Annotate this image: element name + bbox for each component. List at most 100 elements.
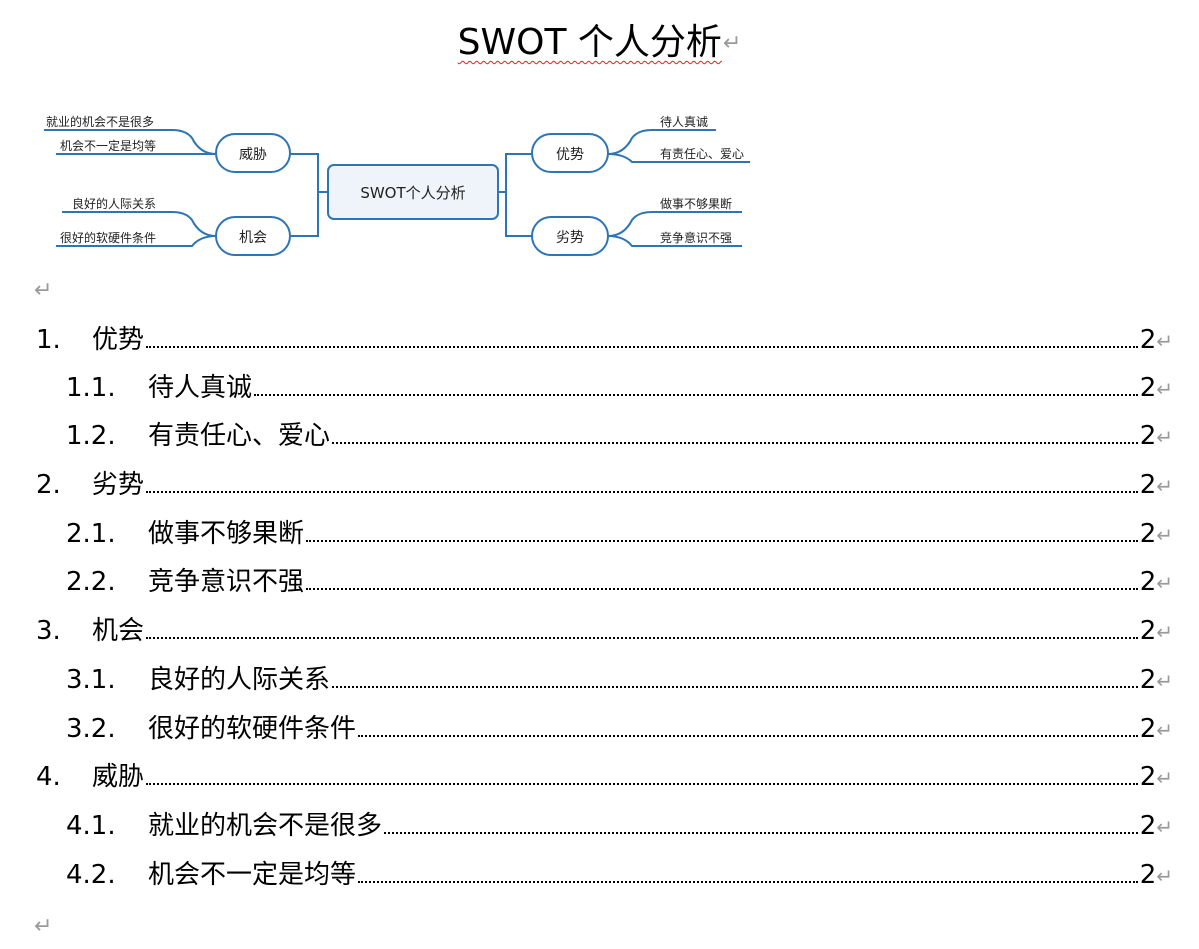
toc-page-number: 2 — [1139, 519, 1157, 549]
branch-label-opportunity: 机会 — [239, 230, 267, 246]
toc-entry[interactable]: 3.2. 很好的软硬件条件 2 ↵ — [66, 706, 1173, 752]
toc-text: 机会 — [92, 616, 145, 646]
paragraph-mark-icon: ↵ — [1156, 377, 1173, 401]
leaf-strength-1: 待人真诚 — [660, 115, 708, 129]
dot-leader — [146, 346, 1138, 348]
dot-leader — [146, 783, 1138, 785]
toc-number: 4. — [36, 762, 61, 792]
toc-number: 2. — [36, 470, 61, 500]
center-node — [327, 164, 499, 220]
toc-text: 良好的人际关系 — [148, 665, 331, 695]
toc-entry[interactable]: 2.1. 做事不够果断 2 ↵ — [66, 511, 1173, 557]
toc-text: 劣势 — [92, 470, 145, 500]
toc-text: 有责任心、爱心 — [148, 421, 331, 451]
branch-label-strength: 优势 — [556, 147, 584, 163]
dot-leader — [332, 442, 1138, 444]
toc-number: 1. — [36, 325, 61, 355]
branch-node-weakness — [531, 216, 609, 256]
toc-text: 就业的机会不是很多 — [148, 811, 383, 841]
toc-page-number: 2 — [1139, 373, 1157, 403]
toc-entry[interactable]: 3.1. 良好的人际关系 2 ↵ — [66, 657, 1173, 703]
dot-leader — [384, 832, 1138, 834]
toc-text: 优势 — [92, 325, 145, 355]
paragraph-mark-icon: ↵ — [1156, 425, 1173, 449]
toc-page-number: 2 — [1139, 567, 1157, 597]
toc-page-number: 2 — [1139, 665, 1157, 695]
toc-number: 3.2. — [66, 714, 116, 744]
toc-text: 待人真诚 — [148, 373, 253, 403]
branch-node-strength — [531, 133, 609, 173]
toc-number: 2.2. — [66, 567, 116, 597]
toc-page-number: 2 — [1139, 421, 1157, 451]
branch-node-threat — [215, 133, 291, 173]
toc-entry[interactable]: 3. 机会 2 ↵ — [36, 608, 1173, 654]
paragraph-mark-icon: ↵ — [34, 278, 53, 303]
toc-entry[interactable]: 2.2. 竞争意识不强 2 ↵ — [66, 559, 1173, 605]
dot-leader — [254, 394, 1138, 396]
swot-mindmap: SWOT个人分析 威胁 机会 优势 劣势 就业的机会不是很多 机会不一定是均等 … — [44, 114, 750, 256]
toc-text: 威胁 — [92, 762, 145, 792]
toc-entry[interactable]: 2. 劣势 2 ↵ — [36, 462, 1173, 508]
paragraph-mark-icon: ↵ — [1156, 329, 1173, 353]
branch-node-opportunity — [215, 216, 291, 256]
connector-line — [44, 129, 217, 155]
toc-page-number: 2 — [1139, 616, 1157, 646]
connector-line — [607, 129, 716, 155]
toc-page-number: 2 — [1139, 762, 1157, 792]
paragraph-mark-icon: ↵ — [1156, 864, 1173, 888]
toc-number: 3.1. — [66, 665, 116, 695]
dot-leader — [306, 540, 1138, 542]
toc-text: 竞争意识不强 — [148, 567, 305, 597]
connector-line — [498, 191, 532, 237]
paragraph-mark-icon: ↵ — [34, 914, 53, 939]
paragraph-mark-icon: ↵ — [1156, 571, 1173, 595]
toc-number: 3. — [36, 616, 61, 646]
dot-leader — [146, 491, 1138, 493]
leaf-weakness-1: 做事不够果断 — [660, 196, 732, 211]
paragraph-mark-icon: ↵ — [1156, 523, 1173, 547]
toc-number: 4.2. — [66, 860, 116, 890]
leaf-opportunity-1: 良好的人际关系 — [72, 196, 156, 211]
toc-number: 4.1. — [66, 811, 116, 841]
toc-text: 做事不够果断 — [148, 519, 305, 549]
toc-number: 1.1. — [66, 373, 116, 403]
paragraph-mark-icon: ↵ — [1156, 718, 1173, 742]
title-text: SWOT 个人分析 — [457, 22, 722, 63]
dot-leader — [358, 735, 1138, 737]
dot-leader — [358, 881, 1138, 883]
toc-entry[interactable]: 1. 优势 2 ↵ — [36, 317, 1173, 363]
leaf-weakness-2: 竞争意识不强 — [660, 230, 732, 245]
paragraph-mark-icon: ↵ — [1156, 766, 1173, 790]
toc-entry[interactable]: 1.2. 有责任心、爱心 2 ↵ — [66, 413, 1173, 459]
leaf-strength-2: 有责任心、爱心 — [660, 147, 744, 161]
connector-line — [607, 211, 742, 237]
connector-line — [290, 153, 328, 193]
dot-leader — [146, 637, 1138, 639]
leaf-opportunity-2: 很好的软硬件条件 — [60, 230, 156, 245]
connector-line — [498, 153, 532, 193]
leaf-threat-2: 机会不一定是均等 — [60, 138, 156, 153]
toc-text: 机会不一定是均等 — [148, 860, 357, 890]
toc-number: 2.1. — [66, 519, 116, 549]
toc-entry[interactable]: 1.1. 待人真诚 2 ↵ — [66, 365, 1173, 411]
toc-entry[interactable]: 4. 威胁 2 ↵ — [36, 754, 1173, 800]
center-node-label: SWOT个人分析 — [360, 184, 465, 202]
toc-text: 很好的软硬件条件 — [148, 714, 357, 744]
toc-entry[interactable]: 4.1. 就业的机会不是很多 2 ↵ — [66, 803, 1173, 849]
document-title: SWOT 个人分析↵ — [0, 18, 1199, 69]
toc-page-number: 2 — [1139, 811, 1157, 841]
connector-line — [607, 153, 750, 163]
toc-page-number: 2 — [1139, 325, 1157, 355]
connector-line — [290, 191, 328, 237]
dot-leader — [332, 686, 1138, 688]
paragraph-mark-icon: ↵ — [1156, 815, 1173, 839]
paragraph-mark-icon: ↵ — [1156, 474, 1173, 498]
toc-entry[interactable]: 4.2. 机会不一定是均等 2 ↵ — [66, 852, 1173, 898]
connector-line — [56, 235, 217, 247]
paragraph-mark-icon: ↵ — [1156, 669, 1173, 693]
branch-label-threat: 威胁 — [239, 147, 267, 163]
connector-line — [62, 211, 217, 237]
paragraph-mark-icon: ↵ — [1156, 620, 1173, 644]
toc-page-number: 2 — [1139, 860, 1157, 890]
dot-leader — [306, 588, 1138, 590]
